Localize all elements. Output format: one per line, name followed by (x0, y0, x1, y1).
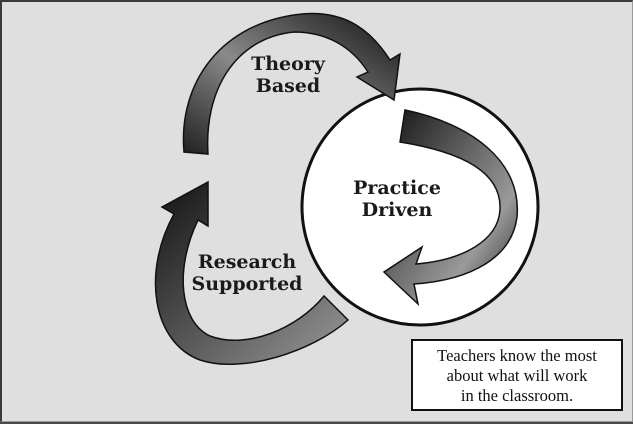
node-practice-driven: Practice Driven (342, 177, 452, 222)
practice-line1: Practice (353, 177, 441, 199)
note-box: Teachers know the most about what will w… (411, 339, 623, 411)
note-line1: Teachers know the most (437, 346, 597, 365)
research-line2: Supported (191, 272, 303, 295)
research-line1: Research (197, 251, 297, 273)
arrow-research-to-theory (154, 180, 350, 366)
theory-line1: Theory (251, 53, 325, 75)
arrow-theory-to-practice (182, 12, 401, 155)
node-research-supported: Research Supported (187, 251, 307, 296)
theory-line2: Based (255, 74, 321, 97)
note-line3: in the classroom. (460, 385, 574, 405)
note-line2: about what will work (446, 365, 588, 385)
practice-line2: Driven (361, 198, 433, 221)
node-theory-based: Theory Based (238, 53, 338, 98)
arrow-practice-to-research (382, 109, 518, 307)
